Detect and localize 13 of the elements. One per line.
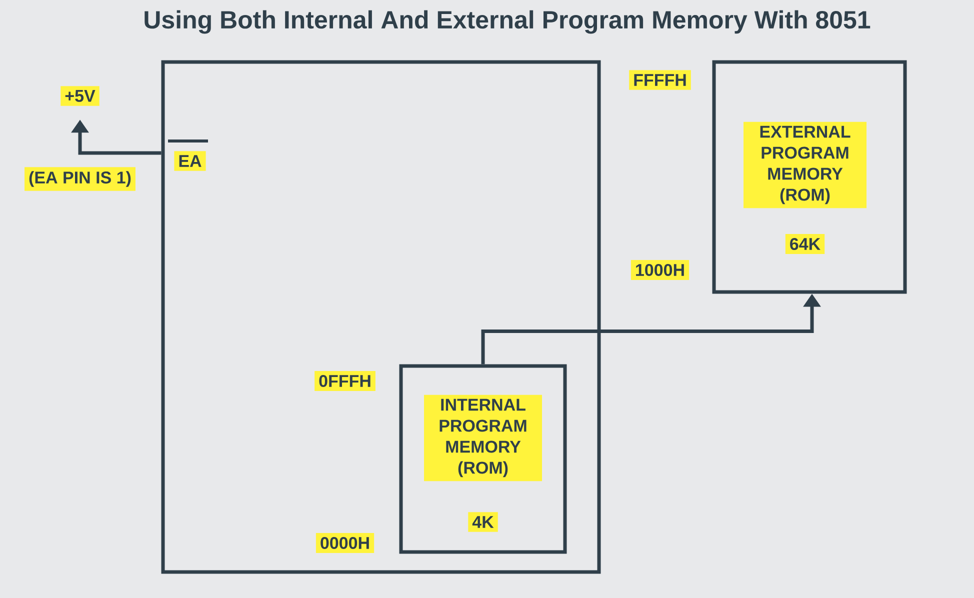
- address-label: 0FFFH: [314, 370, 376, 392]
- size-label: 4K: [468, 512, 498, 532]
- address-label: FFFFH: [629, 70, 691, 90]
- memory-label: EXTERNAL PROGRAM MEMORY (ROM): [744, 122, 866, 208]
- voltage-label: +5V: [60, 86, 100, 106]
- title: Using Both Internal And External Program Memory With 8051: [144, 10, 870, 34]
- microcontroller-box: [161, 60, 601, 574]
- address-label: 0000H: [316, 532, 374, 554]
- pin-label: EA: [168, 140, 208, 171]
- memory-label: INTERNAL PROGRAM MEMORY (ROM): [424, 394, 542, 482]
- size-label: 64K: [785, 234, 825, 254]
- note-label: (EA PIN IS 1): [24, 167, 136, 191]
- address-label: 1000H: [630, 260, 690, 280]
